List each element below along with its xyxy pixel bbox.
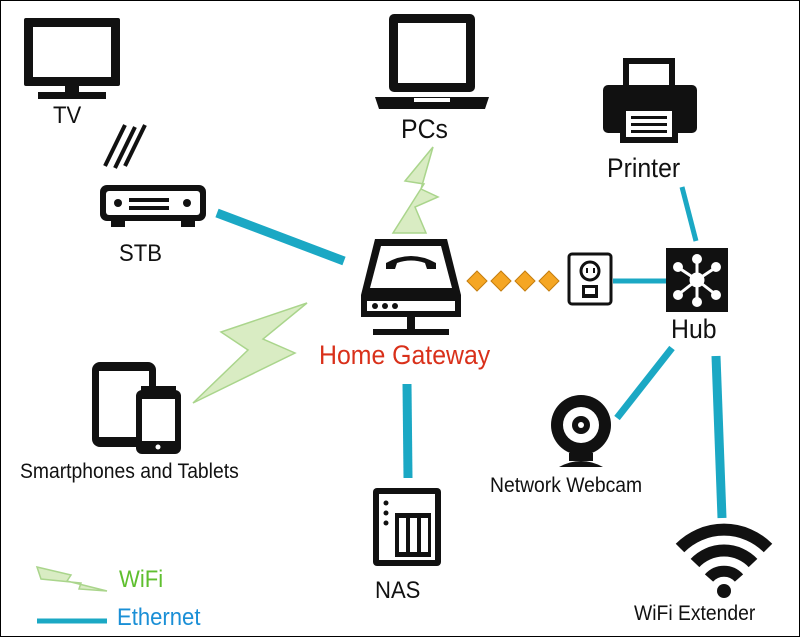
printer-label: Printer [607,153,681,183]
tv-icon [24,18,120,99]
home-gateway-icon [361,239,461,335]
ethernet-link-hub-extender [711,355,727,519]
ethernet-link-hub-webcam [614,345,675,421]
hub-label: Hub [671,314,717,344]
tablet-phone-icon [92,362,181,454]
legend-wifi-label: WiFi [119,566,164,593]
home-gateway-label: Home Gateway [319,340,491,370]
tv-label: TV [53,102,82,129]
ethernet-link-printer-hub [679,186,699,242]
webcam-icon [551,395,611,467]
hub-icon [666,248,728,312]
nas-icon [373,488,441,566]
smartphones-tablets-label: Smartphones and Tablets [20,460,239,483]
ethernet-link-gateway-nas [402,383,413,479]
network-webcam-label: Network Webcam [490,474,643,497]
printer-icon [603,58,697,143]
laptop-icon [375,14,489,109]
legend-wifi-swatch [35,565,108,592]
wifi-extender-label: WiFi Extender [634,602,756,625]
pcs-label: PCs [401,114,448,144]
wifi-link-devices [192,302,308,404]
wifi-link-pcs [391,146,440,234]
wall-jack-icon [567,252,613,306]
ethernet-link-stb-gateway [215,208,346,266]
set-top-box-icon [100,185,206,227]
tv-stb-link [103,124,147,169]
dsl-link [466,270,560,292]
nas-label: NAS [375,577,421,604]
legend-ethernet-label: Ethernet [117,604,201,631]
wifi-icon [675,523,773,598]
stb-label: STB [119,240,162,267]
